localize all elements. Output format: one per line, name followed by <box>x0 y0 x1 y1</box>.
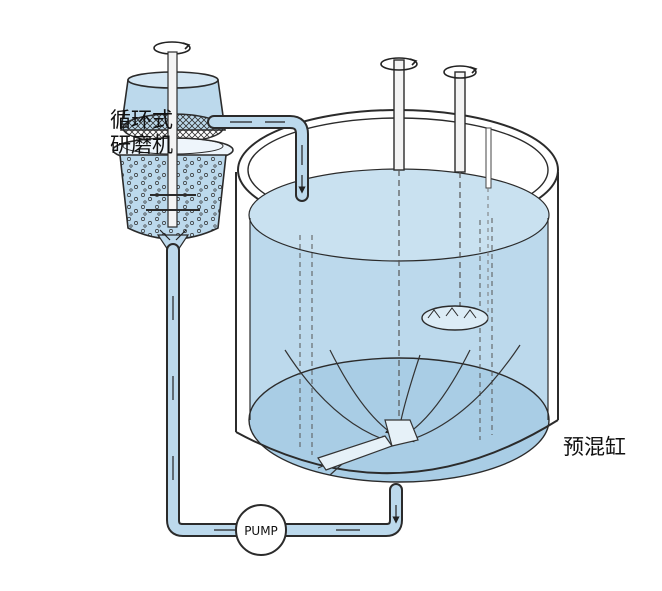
pump: PUMP <box>235 504 287 556</box>
rotation-arrow-icon <box>380 57 418 71</box>
circulation-pipes <box>166 115 403 537</box>
dispersion-disc <box>421 305 489 331</box>
mill-label-line2: 研磨机 <box>110 133 173 157</box>
pump-label: PUMP <box>244 524 278 538</box>
circulation-mill <box>112 51 234 251</box>
disc-shaft <box>454 71 466 173</box>
mill-shaft <box>167 51 178 228</box>
mill-label: 循环式 研磨机 <box>110 108 198 158</box>
rotation-arrow-icon <box>443 65 478 79</box>
premix-tank <box>235 59 559 483</box>
center-shaft <box>393 59 405 171</box>
tank-label: 预混缸 <box>563 435 626 459</box>
mill-label-line1: 循环式 <box>110 108 173 132</box>
